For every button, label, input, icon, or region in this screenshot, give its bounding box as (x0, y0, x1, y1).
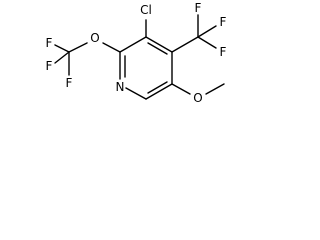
bond-o-ch3 (205, 83, 225, 95)
bond-c6-n1 (125, 87, 147, 100)
atom-label-layer: Cl N O F F F F F F O (46, 1, 227, 105)
bond-cf3-f3 (54, 51, 70, 64)
atom-fluorine-a3: F (46, 59, 53, 73)
atom-oxygen-methoxy: O (193, 91, 202, 105)
double-bond-c3-c4 (147, 42, 168, 55)
bond-c5-o (171, 83, 191, 95)
bond-c2-c3 (119, 36, 147, 53)
atom-nitrogen: N (116, 80, 125, 94)
molecule-diagram: Cl N O F F F F F F O (46, 1, 227, 105)
bond-cf3b-f3 (197, 36, 217, 49)
atom-fluorine-a2: F (66, 76, 73, 90)
atom-fluorine-b1: F (195, 1, 202, 15)
bond-o-cf3 (68, 42, 88, 53)
atom-fluorine-b2: F (220, 15, 227, 29)
bond-c2-o (102, 42, 121, 53)
bond-cf3b-f2 (197, 25, 217, 38)
bond-layer (54, 14, 225, 100)
atom-fluorine-b3: F (220, 45, 227, 59)
bond-c5-c6 (145, 83, 173, 100)
bond-c4-cf3 (171, 36, 199, 53)
atom-oxygen-trifluoromethoxy: O (90, 31, 99, 45)
double-bond-c5-c6 (147, 81, 168, 94)
bond-c3-c4 (145, 36, 173, 53)
atom-chlorine: Cl (140, 3, 152, 17)
atom-fluorine-a1: F (46, 36, 53, 50)
bond-cf3-f1 (54, 44, 70, 53)
